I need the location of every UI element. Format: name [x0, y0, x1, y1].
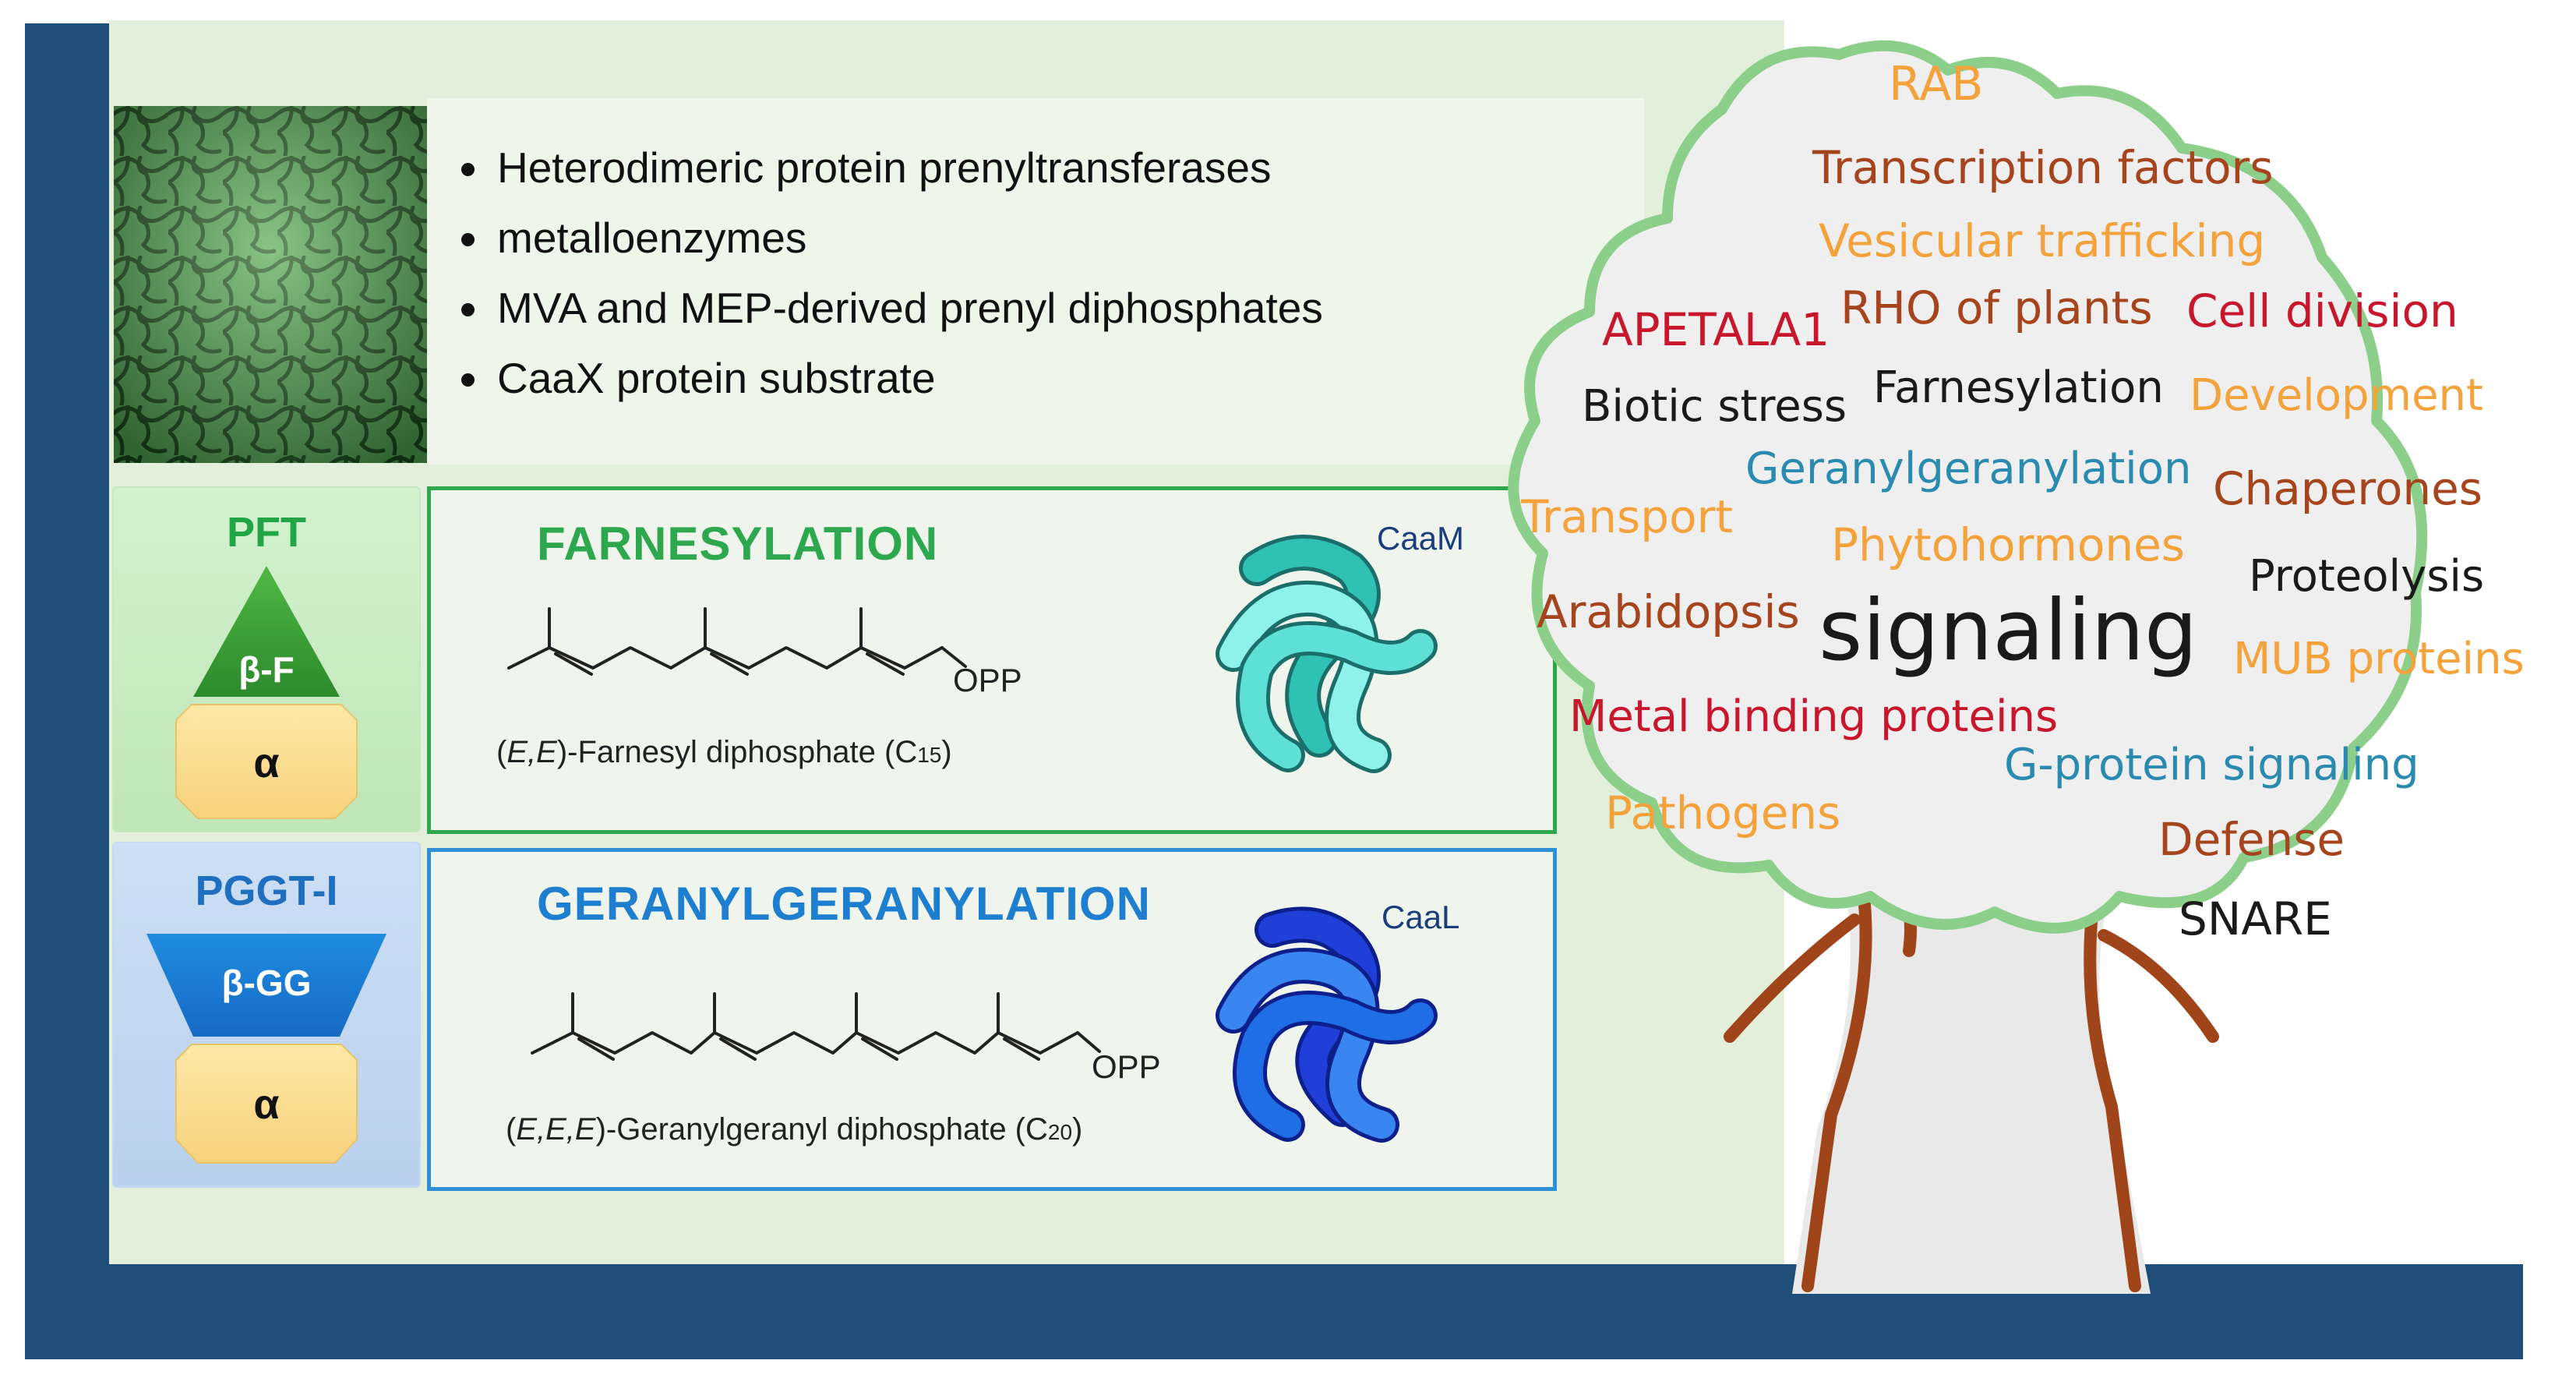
cloud-word-mub-proteins: MUB proteins	[2233, 634, 2525, 684]
pft-enzyme-box: PFT β-F α	[112, 486, 421, 832]
geranylgeranyl-diphosphate-structure	[531, 992, 1101, 1061]
feature-bullet-list: Heterodimeric protein prenyltransferases…	[438, 132, 1323, 413]
tree-illustration	[1508, 40, 2428, 1294]
geranylgeranylation-title: GERANYLGERANYLATION	[537, 878, 1151, 930]
caption-carbon-count: 15	[917, 743, 942, 767]
cloud-word-g-protein-signaling: G-protein signaling	[2004, 740, 2419, 790]
alpha-subunit-shape	[175, 704, 358, 819]
alpha-label: α	[253, 1081, 280, 1128]
alpha-label: α	[253, 740, 280, 786]
farnesyl-diphosphate-structure	[507, 607, 967, 676]
cloud-word-geranylgeranylation: Geranylgeranylation	[1745, 443, 2192, 494]
cloud-word-pathogens: Pathogens	[1605, 786, 1841, 839]
opp-label: OPP	[1092, 1048, 1161, 1085]
cloud-word-defense: Defense	[2158, 813, 2345, 866]
caam-protein-ribbon	[1216, 535, 1438, 773]
cloud-word-rho-of-plants: RHO of plants	[1840, 281, 2153, 334]
caal-label: CaaL	[1382, 899, 1460, 935]
cloud-word-farnesylation: Farnesylation	[1873, 362, 2164, 413]
caption-end: )	[1072, 1112, 1083, 1147]
pggt-title: PGGT-I	[195, 867, 338, 914]
caption-carbon-count: 20	[1047, 1120, 1073, 1144]
tree-canopy	[1508, 40, 2428, 934]
pft-subunit-diagram	[175, 566, 358, 819]
geranylgeranyl-caption: (E,E,E)-Geranylgeranyl diphosphate (C20)	[506, 1112, 1082, 1147]
cloud-word-chaperones: Chaperones	[2213, 462, 2483, 515]
feature-bullet-box: Heterodimeric protein prenyltransferases…	[427, 98, 1644, 465]
cloud-word-phytohormones: Phytohormones	[1831, 518, 2186, 571]
caption-stereo: E,E,E	[516, 1112, 596, 1147]
bullet-item: MVA and MEP-derived prenyl diphosphates	[492, 273, 1323, 343]
beta-f-label: β-F	[238, 649, 295, 690]
cloud-word-transport: Transport	[1521, 490, 1734, 543]
cloud-word-cell-division: Cell division	[2186, 284, 2458, 337]
beta-f-subunit-shape	[193, 566, 340, 697]
caption-name: )-Farnesyl diphosphate (C	[556, 735, 918, 769]
branch-left	[1724, 913, 1861, 1043]
cloud-word-rab: RAB	[1889, 57, 1984, 111]
bullet-item: Heterodimeric protein prenyltransferases	[492, 132, 1323, 203]
alpha-subunit-shape	[175, 1044, 358, 1164]
caal-protein-ribbon	[1216, 906, 1438, 1143]
pft-title: PFT	[227, 509, 306, 556]
frame-left-bar	[25, 23, 109, 1359]
cloud-word-proteolysis: Proteolysis	[2249, 551, 2485, 602]
beta-gg-subunit-shape	[146, 934, 386, 1037]
branch-right	[2098, 929, 2219, 1043]
leaf-epidermis-micrograph	[114, 106, 427, 463]
cloud-word-snare: SNARE	[2179, 892, 2332, 945]
cloud-word-metal-binding-proteins: Metal binding proteins	[1569, 691, 2059, 742]
cloud-word-signaling: signaling	[1819, 582, 2198, 680]
pggt-subunit-diagram	[146, 934, 386, 1164]
cloud-word-vesicular-trafficking: Vesicular trafficking	[1819, 214, 2266, 267]
caption-name: )-Geranylgeranyl diphosphate (C	[595, 1112, 1048, 1147]
tree-trunk	[1792, 850, 2151, 1294]
bullet-item: metalloenzymes	[492, 203, 1323, 273]
pggt-enzyme-box: PGGT-I β-GG α	[112, 842, 421, 1188]
bullet-item: CaaX protein substrate	[492, 343, 1323, 413]
caption-end: )	[941, 735, 952, 769]
cloud-word-development: Development	[2190, 370, 2483, 421]
caption-stereo: E,E	[506, 735, 557, 769]
cloud-word-arabidopsis: Arabidopsis	[1537, 585, 1800, 638]
cloud-word-biotic-stress: Biotic stress	[1582, 381, 1847, 432]
beta-gg-label: β-GG	[221, 963, 312, 1003]
caption-prefix: (	[506, 1112, 517, 1147]
cloud-word-transcription-factors: Transcription factors	[1812, 141, 2274, 194]
farnesyl-caption: (E,E)-Farnesyl diphosphate (C15)	[496, 735, 952, 770]
cloud-word-apetala1: APETALA1	[1602, 303, 1830, 356]
opp-label: OPP	[953, 662, 1022, 698]
farnesylation-title: FARNESYLATION	[537, 518, 939, 570]
geranylgeranylation-box: GERANYLGERANYLATION OPP (E,E,E)-Geranylg…	[427, 848, 1557, 1191]
caam-label: CaaM	[1377, 520, 1465, 556]
farnesylation-box: FARNESYLATION OPP (E,E)-Farnesyl diphosp…	[427, 486, 1557, 834]
caption-prefix: (	[496, 735, 507, 769]
